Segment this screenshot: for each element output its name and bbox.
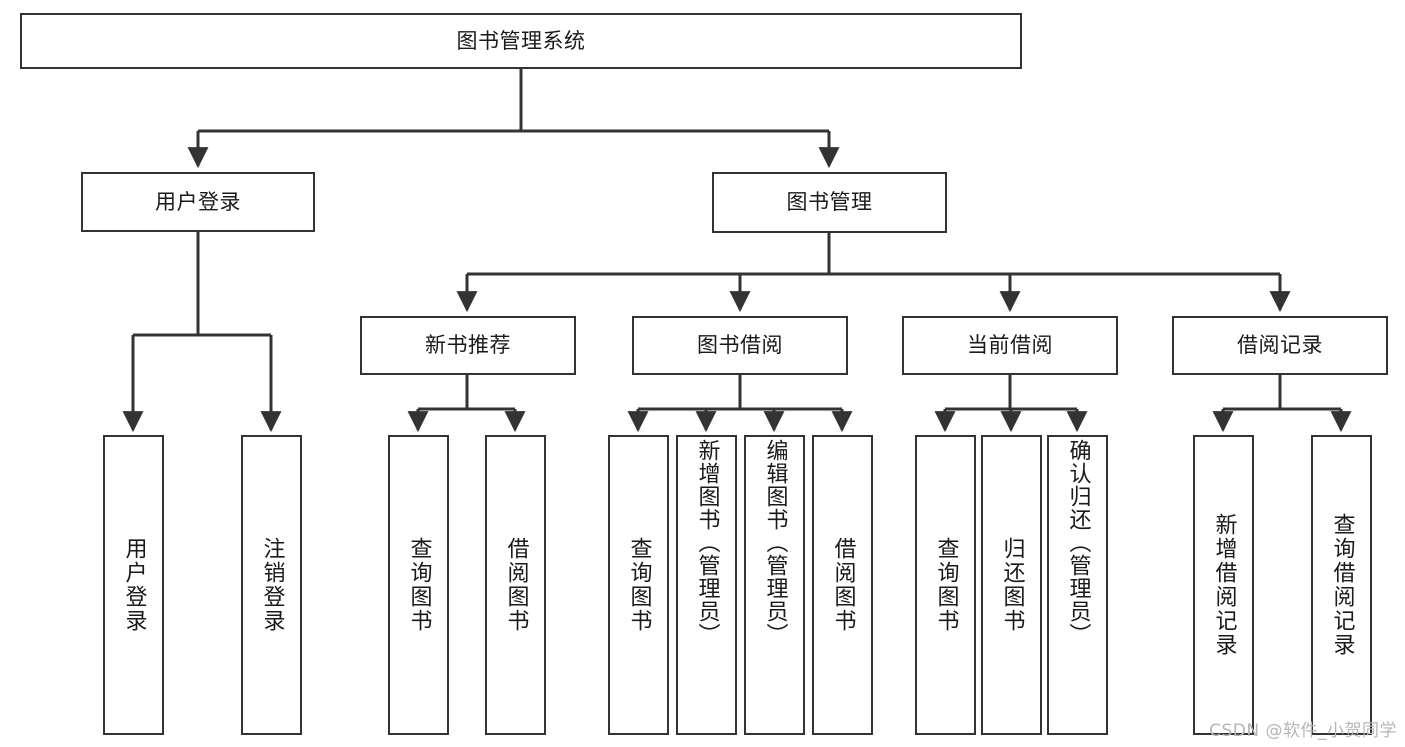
leaf-borrow-borrow-book[interactable]: 借阅图书 [812,435,873,735]
leaf-record-add-record[interactable]: 新增借阅记录 [1193,435,1254,735]
node-label: 借阅记录 [1237,333,1323,358]
node-new-book-recommend[interactable]: 新书推荐 [360,316,576,375]
leaf-borrow-query-book[interactable]: 查询图书 [608,435,669,735]
node-label: 查询借阅记录 [1329,513,1355,657]
node-label: 查询图书 [406,537,432,633]
node-label: 新书推荐 [425,333,511,358]
node-label: 编辑图书（管理员） [762,439,788,646]
leaf-borrow-edit-book-admin[interactable]: 编辑图书（管理员） [744,435,805,735]
leaf-user-login-login[interactable]: 用户登录 [103,435,164,735]
node-label: 图书管理 [786,190,873,215]
node-book-management[interactable]: 图书管理 [712,172,947,233]
leaf-new-book-query[interactable]: 查询图书 [388,435,449,735]
node-book-borrow[interactable]: 图书借阅 [632,316,848,375]
leaf-current-return-book[interactable]: 归还图书 [981,435,1042,735]
node-current-borrow[interactable]: 当前借阅 [902,316,1118,375]
node-label: 借阅图书 [830,537,856,633]
leaf-record-query-record[interactable]: 查询借阅记录 [1311,435,1372,735]
node-label: 查询图书 [626,537,652,633]
node-label: 注销登录 [259,537,285,633]
leaf-current-query-book[interactable]: 查询图书 [915,435,976,735]
node-label: 用户登录 [121,537,147,633]
node-label: 当前借阅 [967,333,1053,358]
leaf-new-book-borrow[interactable]: 借阅图书 [485,435,546,735]
node-label: 用户登录 [155,189,241,214]
node-label: 查询图书 [933,537,959,633]
csdn-watermark: CSDN @软件_小贺同学 [1209,721,1397,741]
node-label: 借阅图书 [503,537,529,633]
node-label: 新增图书（管理员） [694,439,720,646]
node-label: 新增借阅记录 [1211,513,1237,657]
leaf-borrow-add-book-admin[interactable]: 新增图书（管理员） [676,435,737,735]
leaf-user-login-logout[interactable]: 注销登录 [241,435,302,735]
node-borrow-record[interactable]: 借阅记录 [1172,316,1388,375]
node-label: 图书管理系统 [456,28,586,53]
leaf-current-confirm-return-admin[interactable]: 确认归还（管理员） [1047,435,1108,735]
node-user-login[interactable]: 用户登录 [81,172,315,232]
node-label: 图书借阅 [697,333,783,358]
node-label: 归还图书 [999,537,1025,633]
node-label: 确认归还（管理员） [1065,439,1091,646]
node-root-system[interactable]: 图书管理系统 [20,13,1022,69]
